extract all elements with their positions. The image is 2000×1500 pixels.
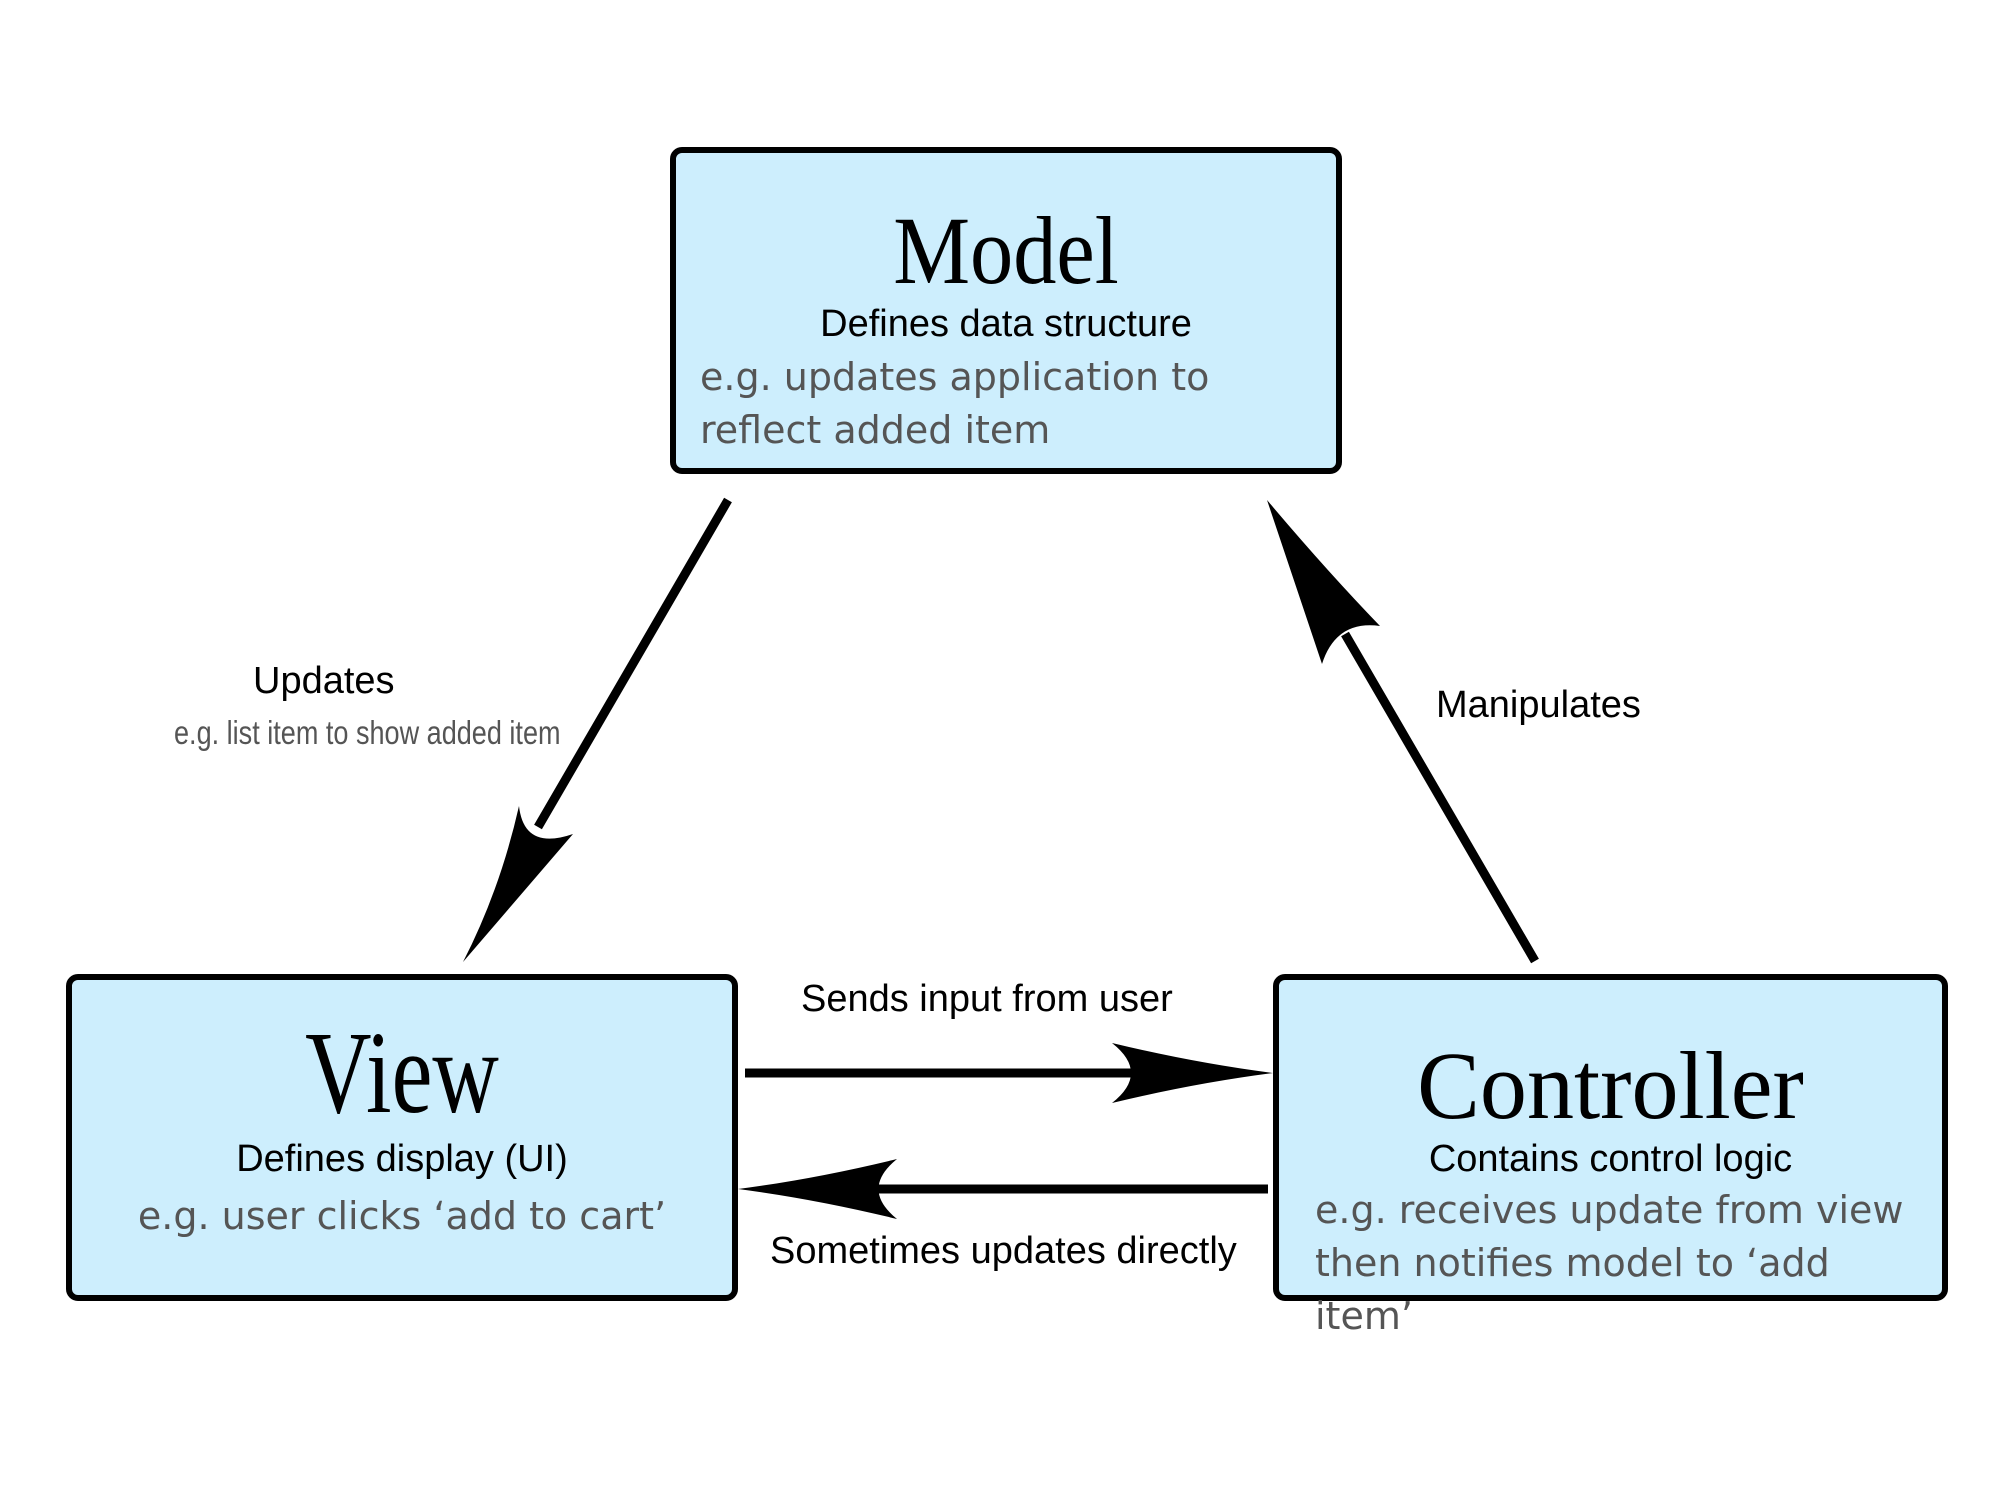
model-description: Defines data structure <box>820 303 1192 345</box>
controller-box: Controller Contains control logic e.g. r… <box>1273 974 1948 1338</box>
controller-description: Contains control logic <box>1428 1138 1793 1180</box>
updates-example: e.g. list item to show added item <box>174 714 561 751</box>
model-example: e.g. updates application to reflect adde… <box>700 354 1210 452</box>
updates-label: Updates <box>253 660 395 702</box>
sometimes-updates-label: Sometimes updates directly <box>770 1230 1237 1272</box>
arrow-view-to-controller <box>745 1043 1273 1103</box>
arrow-controller-to-model <box>1267 500 1539 964</box>
controller-title: Controller <box>1417 1032 1804 1139</box>
view-example: e.g. user clicks ‘add to cart’ <box>137 1193 667 1238</box>
view-box: View Defines display (UI) e.g. user clic… <box>66 974 738 1301</box>
view-title: View <box>305 1007 499 1138</box>
controller-example: e.g. receives update from view then noti… <box>1315 1187 1904 1339</box>
model-box: Model Defines data structure e.g. update… <box>670 147 1342 474</box>
arrow-controller-to-view <box>738 1159 1268 1219</box>
arrow-model-to-view <box>463 497 732 962</box>
manipulates-label: Manipulates <box>1436 684 1641 726</box>
view-description: Defines display (UI) <box>236 1138 568 1180</box>
model-title: Model <box>893 197 1119 304</box>
sends-input-label: Sends input from user <box>801 978 1173 1020</box>
